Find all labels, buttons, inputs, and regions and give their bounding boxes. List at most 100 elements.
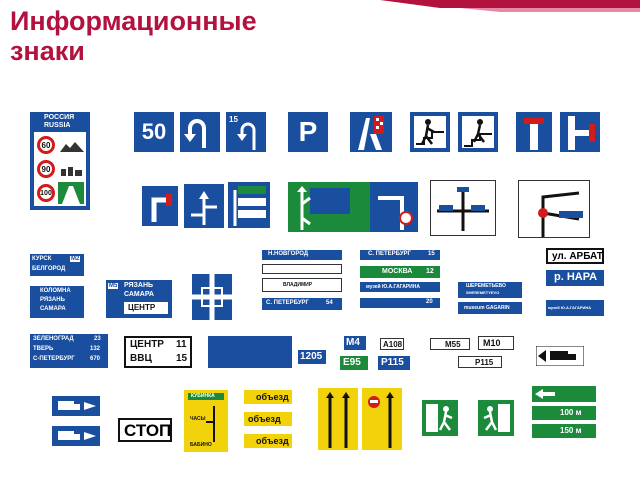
speed-15-value: 15 xyxy=(229,115,238,124)
speed-60-value: 60 xyxy=(41,140,51,150)
m55-sign: М55 xyxy=(430,338,470,350)
s-petersburg-label: С. ПЕТЕРБУРГ xyxy=(266,300,309,306)
branch-arrows-icon xyxy=(297,186,311,230)
p115-2-label: Р115 xyxy=(475,358,494,367)
kolomna-label: КОЛОМНА xyxy=(40,288,71,294)
m150-label: 150 м xyxy=(560,426,582,435)
detour-scheme-sign: КУБИНКА ЧАСЫ БАБИНО xyxy=(184,390,228,452)
recommended-speed-sign: 50 xyxy=(134,112,174,152)
fork-arrow-icon xyxy=(233,190,237,226)
e95-sign: Е95 xyxy=(340,356,368,370)
p115-label: Р115 xyxy=(381,357,404,368)
speed-panel: 60 90 100 xyxy=(34,132,86,206)
moskva-sign: МОСКВА 12 xyxy=(360,266,440,278)
lane-closed-icon xyxy=(362,388,402,450)
emergency-exit-icon xyxy=(422,400,458,436)
white-panel xyxy=(238,198,266,206)
emergency-exit-icon-2 xyxy=(478,400,514,436)
u-turn-zone-icon xyxy=(237,122,256,150)
route-1205-label: 1205 xyxy=(300,351,323,362)
direction-arrows-icon xyxy=(191,191,217,225)
stop-label: СТОП xyxy=(124,421,172,440)
restricted-turn-icon xyxy=(378,196,413,230)
vvc-label: ВВЦ xyxy=(130,353,152,364)
lane-change-icon xyxy=(318,388,358,450)
moskva-num-label: 12 xyxy=(426,268,434,275)
center2-num: 11 xyxy=(176,339,187,350)
ryazan-label: РЯЗАНЬ xyxy=(40,297,65,303)
nara-sign: р. НАРА xyxy=(546,270,604,286)
route-1205-sign: 1205 xyxy=(298,350,326,364)
tver-label: ТВЕРЬ xyxy=(33,346,54,352)
exit-distance-sign-3: 150 м xyxy=(532,424,596,438)
samara-main-label: САМАРА xyxy=(124,291,154,298)
kursk-sign: КУРСК БЕЛГОРОД М2 xyxy=(30,254,84,276)
vvc-num: 15 xyxy=(176,353,188,364)
s-petersburg-sign: С. ПЕТЕРБУРГ 54 xyxy=(262,298,342,310)
left-arrow-icon xyxy=(535,389,555,399)
parking-sign: P xyxy=(288,112,328,152)
p115-2-sign: Р115 xyxy=(458,356,502,368)
arbat-sign: ул. АРБАТ xyxy=(546,248,604,264)
detour-path-icon xyxy=(206,406,215,442)
s-petersburg-top-label: С. ПЕТЕРБУРГ xyxy=(368,251,411,257)
s-petersburg-top-sign: С. ПЕТЕРБУРГ 15 xyxy=(360,250,440,260)
advance-direction-sign-1 xyxy=(184,184,224,228)
exit-distance-sign-1 xyxy=(532,386,596,402)
advance-direction-sign-6 xyxy=(518,180,590,238)
speed-90-value: 90 xyxy=(41,164,51,174)
advance-direction-sign-3 xyxy=(288,182,374,232)
p115-sign: Р115 xyxy=(378,356,410,370)
center-vvc-sign: ЦЕНТР 11 ВВЦ 15 xyxy=(124,336,192,368)
truck-route-icon xyxy=(52,396,100,416)
spb3-num: 670 xyxy=(90,356,101,362)
babino-label: БАБИНО xyxy=(190,442,212,448)
ryazan-samara-sign: М5 РЯЗАНЬ САМАРА ЦЕНТР xyxy=(106,280,172,318)
underground-crossing-icon xyxy=(410,112,450,152)
kolomna-sign: КОЛОМНА РЯЗАНЬ САМАРА xyxy=(30,286,84,318)
m4-sign: М4 xyxy=(344,336,366,350)
detour-sign-2: объезд xyxy=(244,412,292,426)
gagarin-label-1: музей Ю.А.ГАГАРИНА xyxy=(366,284,420,290)
motorway-icon xyxy=(58,182,84,204)
num-15-label: 15 xyxy=(428,251,435,257)
u-turn-place-icon xyxy=(180,112,220,152)
dead-end-side-icon xyxy=(560,112,600,152)
m5-label: М5 xyxy=(108,283,119,289)
m2-label: М2 xyxy=(70,256,81,262)
signs-sheet: РОССИЯ RUSSIA 60 90 100 50 15 P xyxy=(22,110,620,480)
speed-100-value: 100 xyxy=(40,189,52,197)
dead-end-icon xyxy=(516,112,552,152)
m4-label: М4 xyxy=(346,337,360,348)
ryazan-main-label: РЯЗАНЬ xyxy=(124,282,154,289)
center2-label: ЦЕНТР xyxy=(130,339,164,350)
kubinka-label: КУБИНКА xyxy=(191,393,215,399)
exit-distance-sign-2: 100 м xyxy=(532,406,596,420)
diagonal-branch-icon xyxy=(538,191,583,237)
advance-direction-sign-4 xyxy=(370,182,418,232)
kubinka-panel: КУБИНКА xyxy=(188,393,224,400)
speed-100-circle: 100 xyxy=(37,184,55,202)
novgorod-label: Н.НОВГОРОД xyxy=(268,251,309,257)
samara-label: САМАРА xyxy=(40,306,66,312)
obezd2-label: объезд xyxy=(248,414,281,424)
e95-label: Е95 xyxy=(343,357,361,368)
sheremetevo-en-label: SHEREMETYEVO xyxy=(466,290,500,295)
detour-sign-1: объезд xyxy=(244,390,292,404)
spb3-label: С-ПЕТЕРБУРГ xyxy=(33,356,75,362)
gagarin-label-3: museum GAGARIN xyxy=(464,305,510,311)
turn-sign xyxy=(142,186,178,226)
title-line-1: Информационные xyxy=(10,6,257,36)
traffic-scheme-icon xyxy=(192,274,232,320)
m10-sign: М10 xyxy=(478,336,514,350)
title-line-2: знаки xyxy=(10,36,85,66)
advance-direction-sign-5 xyxy=(430,180,496,236)
num-20-label: 20 xyxy=(426,299,433,305)
advance-direction-sign-2 xyxy=(228,182,270,228)
m100-label: 100 м xyxy=(560,408,582,417)
distance-sign: ЗЕЛЕНОГРАД 23 ТВЕРЬ 132 С-ПЕТЕРБУРГ 670 xyxy=(30,334,108,368)
gagarin-label-4: музей Ю.А.ГАГАРИНА xyxy=(548,305,592,310)
nara-label: р. НАРА xyxy=(554,271,598,283)
truck-direction-icon xyxy=(536,346,584,366)
gagarin-sign-4: музей Ю.А.ГАГАРИНА xyxy=(546,300,604,316)
